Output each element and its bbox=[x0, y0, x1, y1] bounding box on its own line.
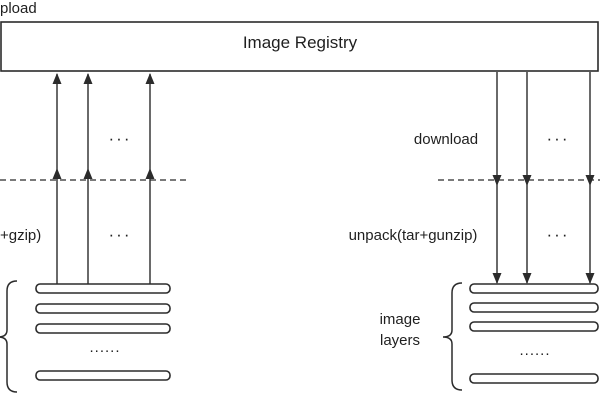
upload-arrows bbox=[52, 73, 155, 286]
pack-label: +gzip) bbox=[0, 227, 42, 244]
layers-brace-icon bbox=[442, 282, 463, 391]
download-label: download bbox=[413, 131, 479, 148]
registry-title: Image Registry bbox=[242, 33, 358, 52]
left-layer-stack bbox=[35, 283, 171, 381]
left-brace-icon bbox=[0, 280, 18, 393]
image-layers-label-line2: layers bbox=[379, 332, 420, 349]
unpack-ellipsis: ··· bbox=[546, 225, 570, 244]
right-stack-dots: ...... bbox=[519, 342, 551, 359]
image-layers-label: image layers bbox=[360, 309, 440, 351]
right-layer-stack bbox=[469, 283, 599, 384]
upload-ellipsis: ··· bbox=[108, 129, 132, 148]
download-ellipsis: ··· bbox=[546, 129, 570, 148]
download-arrows bbox=[492, 72, 595, 284]
unpack-label: unpack(tar+gunzip) bbox=[348, 227, 478, 244]
pack-ellipsis: ··· bbox=[108, 225, 132, 244]
upload-label: pload bbox=[0, 0, 37, 17]
left-stack-dots: ...... bbox=[89, 339, 121, 356]
registry-box bbox=[0, 21, 599, 72]
image-layers-label-line1: image bbox=[379, 311, 421, 328]
